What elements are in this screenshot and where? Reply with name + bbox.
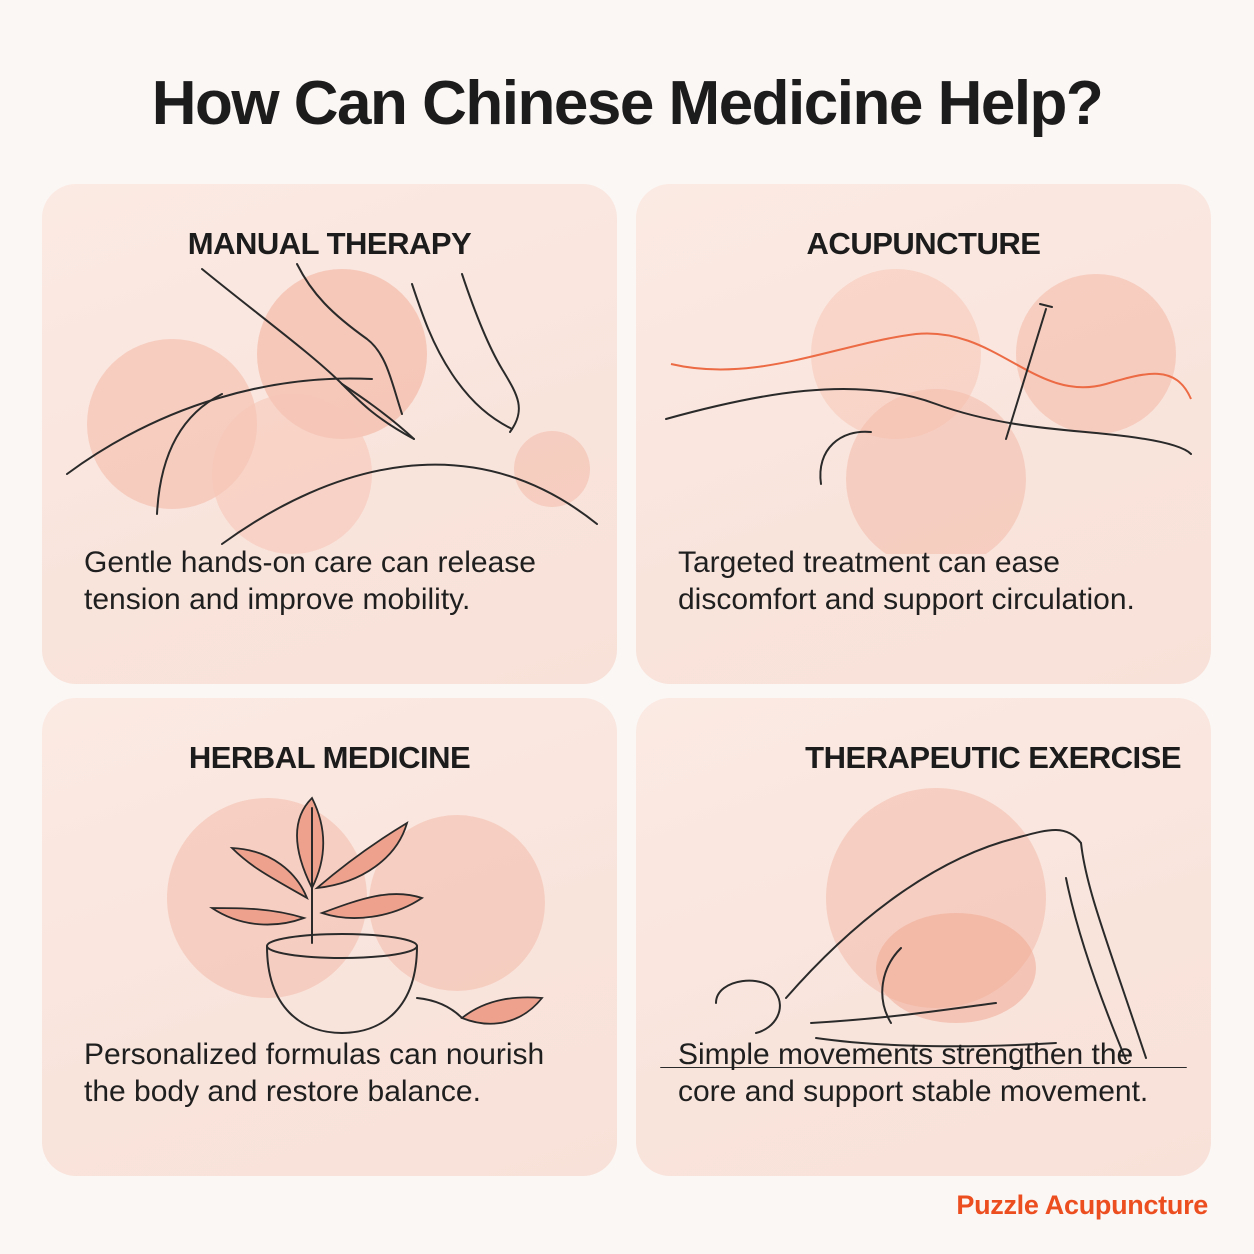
massage-hands-illustration	[66, 263, 598, 554]
herbal-bowl-illustration	[167, 796, 545, 1035]
card-title-herbal-medicine: HERBAL MEDICINE	[188, 740, 471, 775]
acupuncture-needle-illustration	[665, 269, 1192, 554]
card-acupuncture: ACUPUNCTURE Targeted treatment can ease …	[636, 184, 1211, 684]
card-title-therapeutic-exercise: THERAPEUTIC EXERCISE	[805, 740, 1181, 775]
card-title-manual-therapy: MANUAL THERAPY	[187, 226, 472, 261]
card-desc-manual-therapy: Gentle hands-on care can release tension…	[84, 546, 536, 616]
card-desc-acupuncture: Targeted treatment can ease discomfort a…	[678, 546, 1135, 616]
card-title-acupuncture: ACUPUNCTURE	[806, 226, 1041, 261]
card-desc-herbal-medicine: Personalized formulas can nourish the bo…	[84, 1038, 545, 1108]
bridge-exercise-illustration	[660, 788, 1187, 1068]
card-therapeutic-exercise: THERAPEUTIC EXERCISE Simple movements st…	[636, 698, 1211, 1176]
brand-logo-text: Puzzle Acupuncture	[956, 1190, 1208, 1220]
card-herbal-medicine: HERBAL MEDICINE Personalized formulas ca…	[42, 698, 617, 1176]
card-desc-therapeutic-exercise: Simple movements strengthen the core and…	[678, 1038, 1149, 1108]
page-title: How Can Chinese Medicine Help?	[151, 69, 1104, 138]
card-manual-therapy: MANUAL THERAPY Gentle hands-on care can …	[42, 184, 617, 684]
